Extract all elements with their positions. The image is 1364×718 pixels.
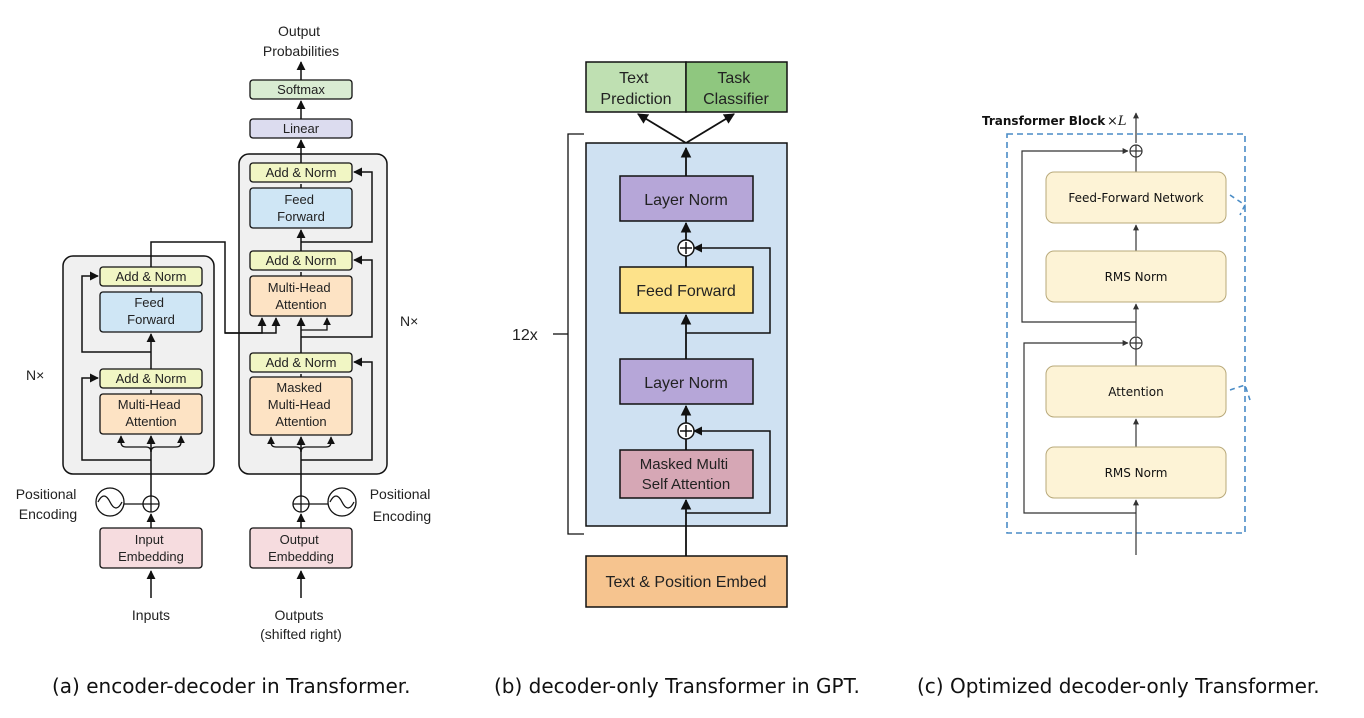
- opt-attention-label: Attention: [1108, 385, 1163, 399]
- opt-block-label: Transformer Block: [982, 114, 1106, 128]
- gpt-task-classifier-label-1: Task: [717, 70, 751, 87]
- encoder-add-norm-1-label: Add & Norm: [116, 371, 187, 386]
- outputs-label-1: Outputs: [275, 607, 324, 623]
- gpt-embed-label: Text & Position Embed: [606, 574, 767, 591]
- outputs-label-2: (shifted right): [260, 626, 342, 642]
- opt-ffn-label: Feed-Forward Network: [1068, 191, 1203, 205]
- gpt-text-position-embed: [585, 555, 788, 608]
- gpt-masked-self-attention: [619, 449, 754, 499]
- encoder-mha-label-1: Multi-Head: [118, 397, 181, 412]
- gpt-masked-label-1: Masked Multi: [640, 456, 728, 473]
- gpt-task-classifier-label-2: Classifier: [703, 91, 769, 108]
- encoder-pos-label-2: Encoding: [19, 506, 77, 522]
- output-embedding-label-1: Output: [280, 532, 319, 547]
- encoder-feed-forward: [99, 291, 203, 333]
- output-embedding-label-2: Embedding: [268, 549, 334, 564]
- svg-text:Feed Forward: Feed Forward: [127, 295, 175, 327]
- gpt-text-prediction-label-1: Text: [619, 70, 649, 87]
- opt-rms-norm-top-label: RMS Norm: [1105, 270, 1168, 284]
- output-embedding-box: [249, 527, 353, 569]
- gpt-layer-norm-bottom: [619, 358, 754, 405]
- decoder-pos-label-2: Encoding: [373, 508, 431, 524]
- decoder-add-norm-1: [249, 352, 353, 373]
- decoder-pos-label-1: Positional: [370, 486, 431, 502]
- decoder-feed-forward: [249, 187, 353, 229]
- decoder-mha-label-2: Attention: [275, 297, 326, 312]
- decoder-add-norm-3: [249, 162, 353, 183]
- encoder-add-norm-2-label: Add & Norm: [116, 269, 187, 284]
- encoder-pos-label-1: Positional: [16, 486, 77, 502]
- gpt-task-classifier-box: [685, 61, 788, 113]
- svg-text:Task Classifier: Task Classifier: [703, 70, 769, 108]
- svg-text:Positional Encoding: Positional Encoding: [370, 486, 435, 524]
- svg-text:Output Probabilities: Output Probabilities: [263, 23, 339, 59]
- svg-text:Input Embedding: Input Embedding: [118, 532, 184, 564]
- gpt-feed-forward-label: Feed Forward: [636, 283, 736, 300]
- gpt-layer-norm-bottom-label: Layer Norm: [644, 375, 728, 392]
- svg-text:Output Embedding: Output Embedding: [268, 532, 334, 564]
- encoder-add-norm-1: [99, 368, 203, 389]
- svg-text:Multi-Head Attention: Multi-Head Attention: [118, 397, 184, 429]
- encoder-multi-head-attention: [99, 393, 203, 435]
- gpt-layer-norm-top: [619, 175, 754, 222]
- decoder-add-norm-2-label: Add & Norm: [266, 253, 337, 268]
- panel-a-encoder-decoder: Output Probabilities Softmax Linear Add …: [16, 23, 435, 642]
- input-embedding-box: [99, 527, 203, 569]
- gpt-feed-forward: [619, 266, 754, 314]
- input-embedding-label-2: Embedding: [118, 549, 184, 564]
- gpt-repeat-label: 12x: [512, 327, 538, 344]
- output-probabilities-label-1: Output: [278, 23, 320, 39]
- inputs-label: Inputs: [132, 607, 170, 623]
- decoder-add-norm-1-label: Add & Norm: [266, 355, 337, 370]
- caption-c: (c) Optimized decoder-only Transformer.: [917, 674, 1320, 698]
- opt-ffn-box: [1045, 171, 1227, 224]
- decoder-add-norm-3-label: Add & Norm: [266, 165, 337, 180]
- gpt-text-prediction-box: [585, 61, 687, 113]
- svg-text:Masked Multi-Head: Masked Multi-Head Attention: [268, 380, 334, 429]
- input-embedding-label-1: Input: [135, 532, 164, 547]
- opt-rms-norm-bottom-label: RMS Norm: [1105, 466, 1168, 480]
- panel-c-optimized: Transformer Block ×L Feed-Forward Networ…: [982, 112, 1251, 555]
- softmax-box: [249, 79, 353, 100]
- decoder-masked-label-2: Multi-Head: [268, 397, 331, 412]
- decoder-masked-mha: [249, 376, 353, 436]
- encoder-ff-label-1: Feed: [134, 295, 164, 310]
- decoder-add-norm-2: [249, 250, 353, 271]
- svg-text:Outputs (shifted right): Outputs (shifted right): [260, 607, 342, 642]
- panel-b-gpt: Text Prediction Task Classifier 12x Laye…: [512, 61, 788, 608]
- encoder-mha-label-2: Attention: [125, 414, 176, 429]
- svg-text:Positional Encoding: Positional Encoding: [16, 486, 81, 522]
- svg-text:Masked Multi Self Attent: Masked Multi Self Attention: [640, 456, 733, 493]
- linear-label: Linear: [283, 121, 320, 136]
- opt-block-repeat: ×L: [1107, 114, 1127, 129]
- gpt-masked-label-2: Self Attention: [642, 476, 730, 493]
- decoder-ff-label-1: Feed: [284, 192, 314, 207]
- decoder-mha-label-1: Multi-Head: [268, 280, 331, 295]
- opt-rms-norm-bottom: [1045, 446, 1227, 499]
- output-probabilities-label-2: Probabilities: [263, 43, 339, 59]
- gpt-layer-norm-top-label: Layer Norm: [644, 192, 728, 209]
- gpt-text-prediction-label-2: Prediction: [600, 91, 671, 108]
- decoder-nx-label: N×: [400, 313, 418, 329]
- decoder-masked-label-1: Masked: [276, 380, 322, 395]
- linear-box: [249, 118, 353, 139]
- svg-text:Text Prediction: Text Prediction: [600, 70, 671, 108]
- encoder-ff-label-2: Forward: [127, 312, 175, 327]
- encoder-nx-label: N×: [26, 367, 44, 383]
- caption-b: (b) decoder-only Transformer in GPT.: [494, 674, 860, 698]
- decoder-masked-label-3: Attention: [275, 414, 326, 429]
- softmax-label: Softmax: [277, 82, 325, 97]
- svg-text:Multi-Head Attention: Multi-Head Attention: [268, 280, 334, 312]
- svg-text:Feed Forward: Feed Forward: [277, 192, 325, 224]
- decoder-multi-head-attention: [249, 275, 353, 317]
- opt-rms-norm-top: [1045, 250, 1227, 303]
- decoder-ff-label-2: Forward: [277, 209, 325, 224]
- encoder-block: [62, 255, 215, 475]
- opt-attention-box: [1045, 365, 1227, 418]
- caption-a: (a) encoder-decoder in Transformer.: [52, 674, 411, 698]
